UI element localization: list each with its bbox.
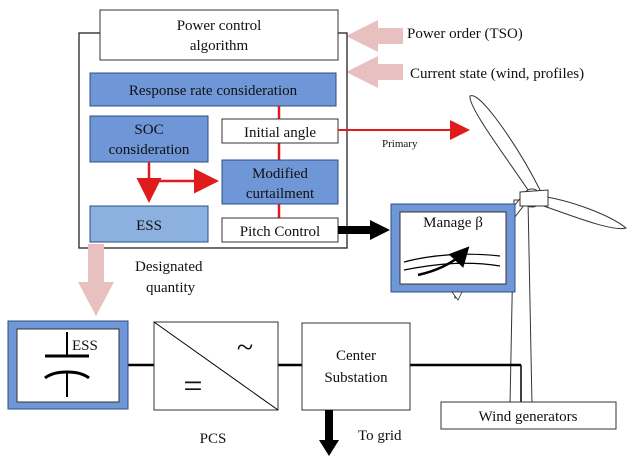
center-line1: Center (336, 348, 376, 364)
battery-icon (44, 332, 90, 397)
algorithm-line1: Power control (177, 18, 262, 34)
center-substation-box (301, 322, 411, 411)
power-order-arrow (346, 20, 403, 52)
power-order-label: Power order (TSO) (407, 26, 523, 42)
current-state-label: Current state (wind, profiles) (410, 66, 584, 82)
response-rate-label: Response rate consideration (129, 83, 298, 99)
ess-control-box (89, 205, 209, 243)
beta-curve-arrow (417, 246, 470, 277)
modified-line1: Modified (252, 166, 308, 182)
power-control-algorithm-box (99, 9, 339, 61)
pcs-ac-symbol: ~ (237, 331, 253, 364)
pitch-control-label: Pitch Control (240, 224, 320, 240)
designated-line1: Designated (135, 259, 203, 275)
to-grid-arrow (319, 410, 339, 456)
soc-consideration-box (89, 115, 209, 163)
soc-line1: SOC (134, 122, 163, 138)
ess-control-label: ESS (136, 218, 162, 234)
pitch-to-manage-arrow (338, 220, 390, 240)
wind-generators-box (440, 401, 617, 430)
designated-line2: quantity (146, 280, 196, 296)
initial-angle-label: Initial angle (244, 125, 316, 141)
pcs-diagonal (153, 321, 279, 411)
pitch-control-box (221, 217, 339, 243)
algorithm-line2: algorithm (190, 38, 249, 54)
center-line2: Substation (324, 370, 388, 386)
ess-component-label: ESS (72, 338, 98, 354)
manage-beta-panel (390, 203, 516, 301)
pcs-dc-symbol: = (183, 368, 202, 405)
current-state-arrow (346, 56, 403, 88)
manage-beta-label: Manage β (423, 215, 483, 231)
designated-quantity-arrow (78, 244, 114, 316)
primary-label: Primary (382, 138, 418, 150)
pcs-label: PCS (200, 431, 227, 447)
modified-curtailment-box (221, 159, 339, 205)
modified-line2: curtailment (246, 186, 315, 202)
to-grid-label: To grid (358, 428, 402, 444)
response-rate-box (89, 72, 337, 107)
soc-line2: consideration (109, 142, 190, 158)
wind-generators-label: Wind generators (479, 409, 578, 425)
